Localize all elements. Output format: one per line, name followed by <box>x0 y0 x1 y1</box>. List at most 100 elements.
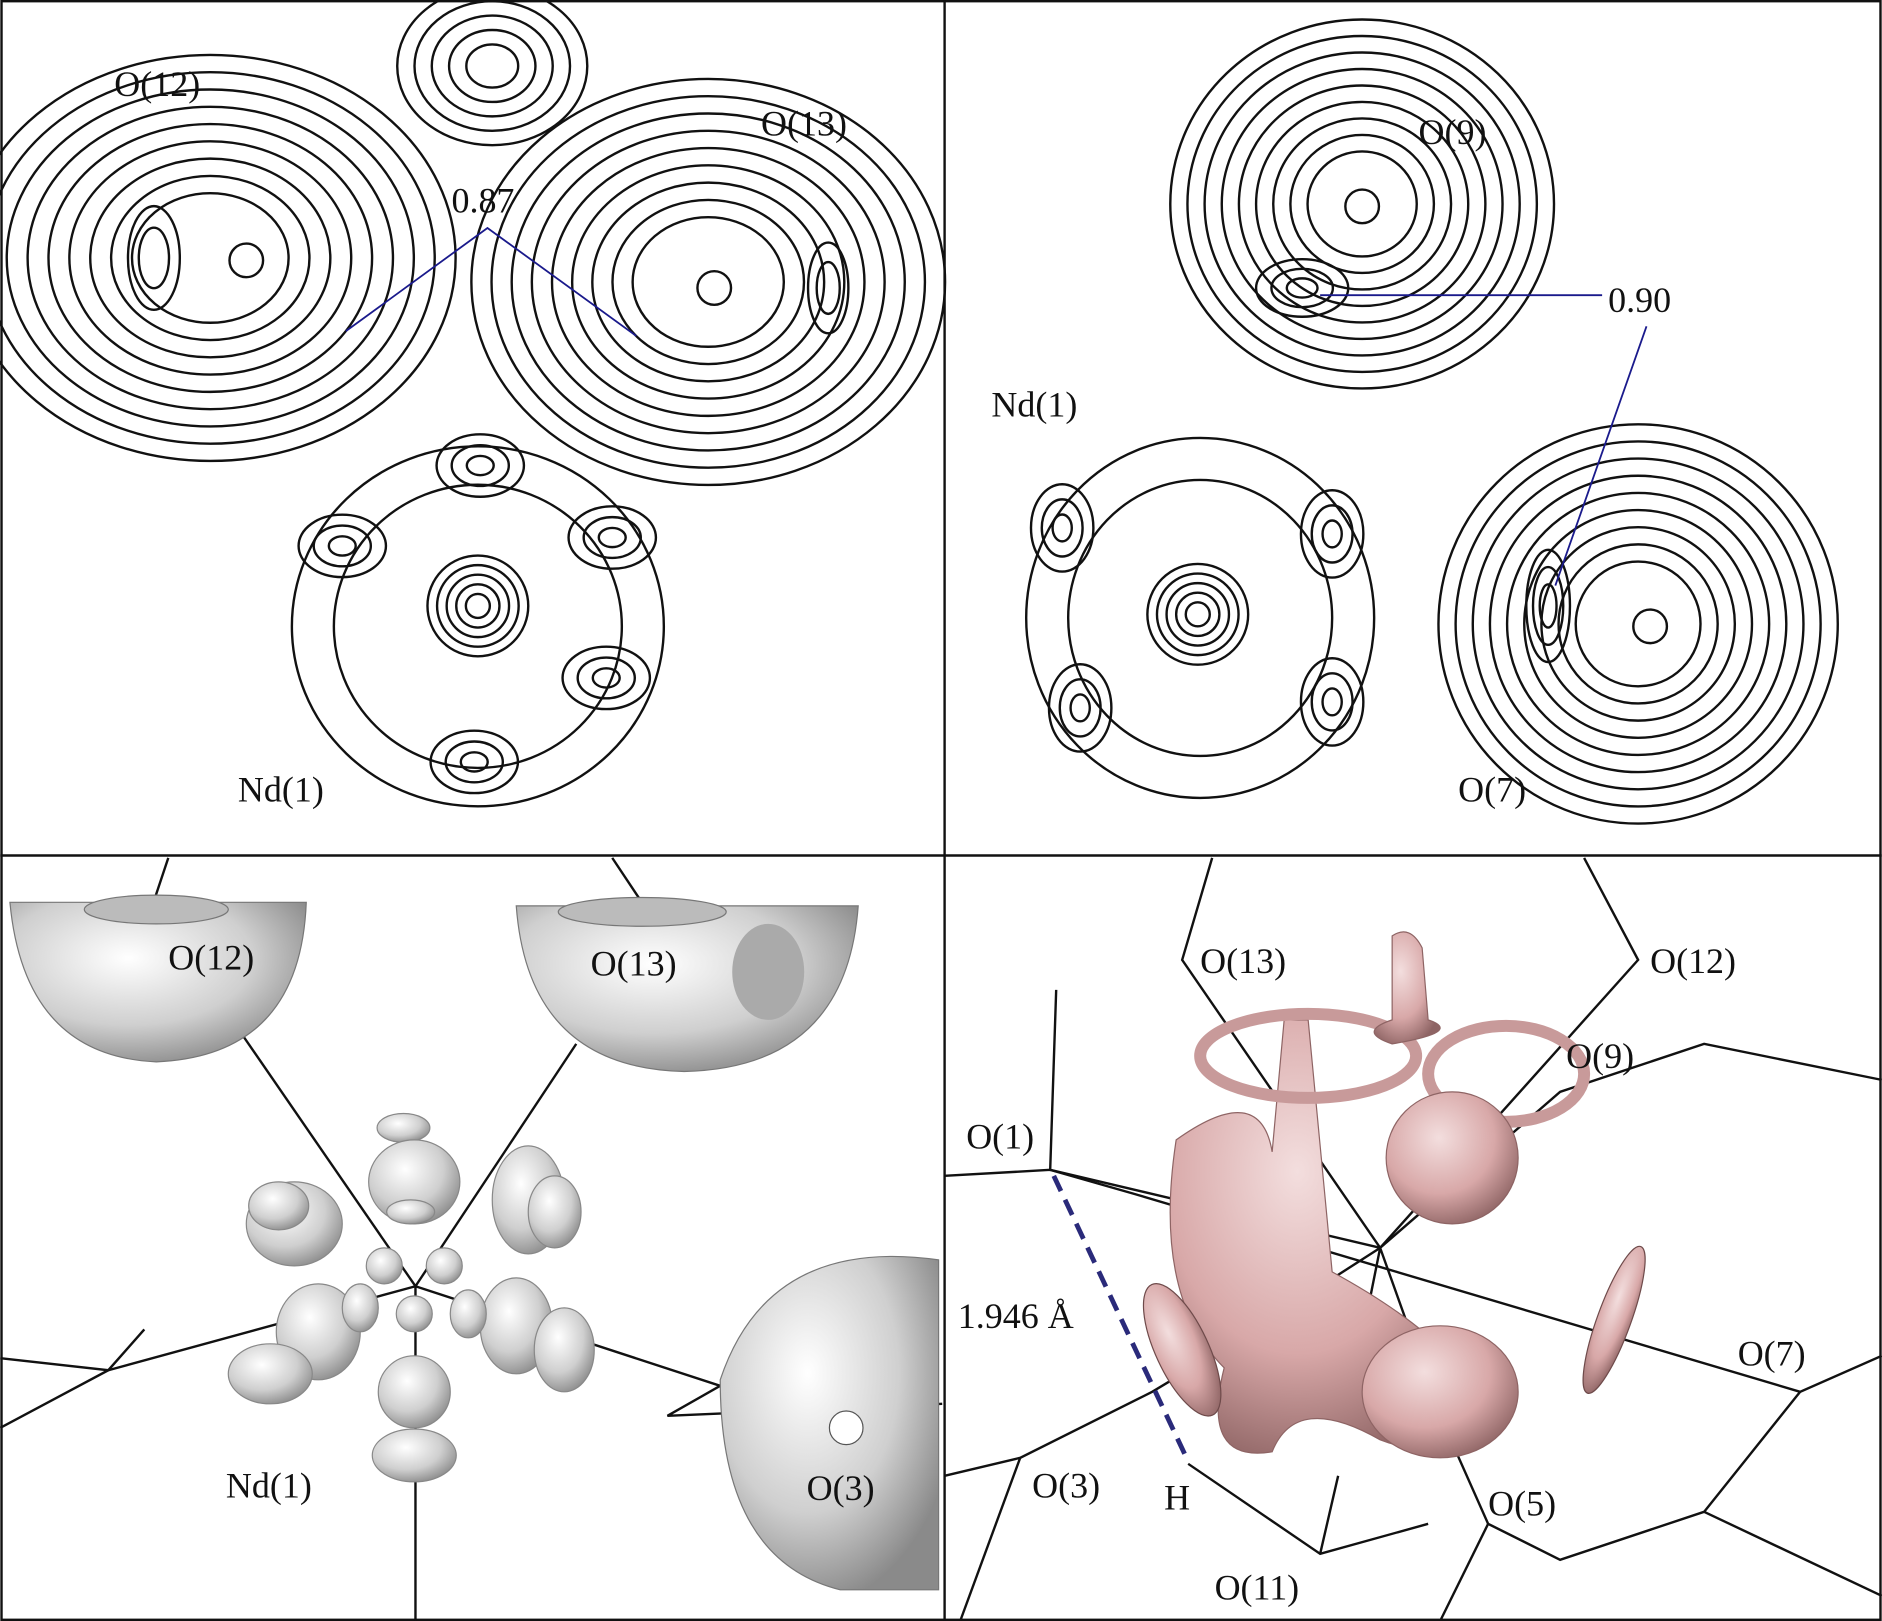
label-o12: O(12) <box>168 937 254 977</box>
o3-isosurface-hole <box>828 1410 864 1446</box>
contour-line <box>1146 562 1250 666</box>
label-o12: O(12) <box>1650 941 1736 981</box>
nd-isosurface-lobe <box>377 1355 451 1429</box>
contour-line <box>1531 565 1565 647</box>
contour-line <box>109 174 311 342</box>
contour-line <box>1254 257 1350 318</box>
contour-line <box>1174 591 1221 638</box>
contour-line <box>435 433 526 498</box>
label-o7: O(7) <box>1738 1333 1806 1373</box>
contour-line <box>1069 693 1091 723</box>
contour-line <box>1289 133 1436 275</box>
o3-isosurface <box>719 1255 940 1591</box>
nd-isosurface-lobe <box>376 1112 431 1143</box>
contour-line <box>1254 100 1470 308</box>
label-nd1: Nd(1) <box>991 384 1077 424</box>
contour-line <box>1540 526 1737 722</box>
label-o5: O(5) <box>1488 1483 1556 1523</box>
contour-line <box>611 198 806 366</box>
bond <box>0 1328 146 1429</box>
contour-line <box>447 28 537 104</box>
contour-line <box>1270 267 1335 309</box>
contour-line <box>327 535 357 557</box>
isosurface-ring <box>1194 1007 1423 1104</box>
contour-line <box>1310 504 1354 564</box>
contour-line <box>1523 508 1754 739</box>
isosurface-disk <box>1361 1325 1519 1459</box>
contour-line <box>429 729 520 795</box>
isosurface-lobe-top <box>1373 931 1441 1045</box>
label-o12: O(12) <box>114 64 200 104</box>
contour-line <box>137 226 171 290</box>
contour-line <box>312 524 373 568</box>
label-o11: O(11) <box>1215 1567 1300 1607</box>
contour-line <box>1525 548 1572 664</box>
contour-line <box>450 443 511 488</box>
nd-isosurface-lobe <box>227 1343 313 1405</box>
contour-line <box>631 215 786 348</box>
contour-line <box>297 513 388 579</box>
contour-line <box>0 71 436 445</box>
o13-isosurface-lobe <box>732 923 805 1020</box>
contour-line <box>444 740 505 784</box>
contour-line <box>0 53 457 463</box>
isosurface-disk-small <box>1582 1245 1646 1394</box>
contour-line <box>1310 672 1354 732</box>
label-o13: O(13) <box>761 104 847 144</box>
contour-line <box>550 146 866 418</box>
contour-line <box>1538 583 1558 629</box>
nd-isosurface-lobe <box>395 1295 433 1333</box>
label-nd1: Nd(1) <box>238 770 324 810</box>
contour-line <box>1237 84 1487 324</box>
contour-line <box>1051 513 1073 543</box>
contour-line <box>413 0 572 132</box>
contour-line <box>435 563 520 648</box>
nd-isosurface-lobe <box>341 1283 379 1333</box>
contour-line <box>455 583 501 629</box>
panel-bottom-right-isosurface: O(13) O(12) O(9) O(1) 1.946 Å O(7) O(3) … <box>944 857 1882 1621</box>
panel-top-left-contour-map: O(12) O(13) 0.87 Nd(1) <box>0 0 947 810</box>
contour-line <box>470 77 947 487</box>
nd-isosurface-lobe <box>527 1175 582 1249</box>
contour-line <box>567 505 658 570</box>
o12-isosurface-cavity <box>83 894 229 925</box>
label-o3: O(3) <box>807 1468 875 1508</box>
contour-line <box>1437 423 1839 825</box>
contour-line <box>47 122 374 394</box>
nd-isosurface-lobe <box>425 1247 463 1285</box>
contour-line <box>597 526 627 549</box>
contour-line <box>576 656 636 700</box>
contour-line <box>1184 601 1211 628</box>
contour-line <box>459 751 489 773</box>
contour-line <box>1285 277 1319 299</box>
atom-core-contour <box>696 269 733 306</box>
contour-line <box>1047 663 1113 753</box>
nd-isosurface-lobe <box>248 1181 310 1231</box>
contour-line <box>1454 440 1822 808</box>
contour-line <box>1203 51 1521 357</box>
label-o9: O(9) <box>1566 1036 1634 1076</box>
contour-line <box>1058 678 1102 738</box>
contour-line <box>570 164 846 400</box>
contour-line <box>130 191 290 324</box>
contour-line <box>591 181 826 383</box>
annotation-leader-line <box>345 226 637 337</box>
contour-line <box>530 129 886 435</box>
contour-line <box>1066 478 1334 758</box>
bond <box>1703 1510 1882 1597</box>
contour-line <box>1299 489 1365 579</box>
contour-line <box>426 554 530 658</box>
contour-line <box>430 14 554 118</box>
contour-line <box>1169 18 1556 390</box>
contour-line <box>490 95 927 469</box>
atom-core-contour <box>1632 608 1669 645</box>
atom-core-contour <box>228 242 265 279</box>
nd-isosurface-lobe <box>533 1307 595 1393</box>
bond <box>414 1043 578 1287</box>
label-h: H <box>1164 1477 1190 1517</box>
label-value: 0.87 <box>451 180 514 220</box>
panel-top-right-contour-map: O(9) 0.90 Nd(1) O(7) <box>991 18 1839 825</box>
isosurface-sphere <box>1385 1091 1519 1225</box>
contour-line <box>126 204 182 312</box>
